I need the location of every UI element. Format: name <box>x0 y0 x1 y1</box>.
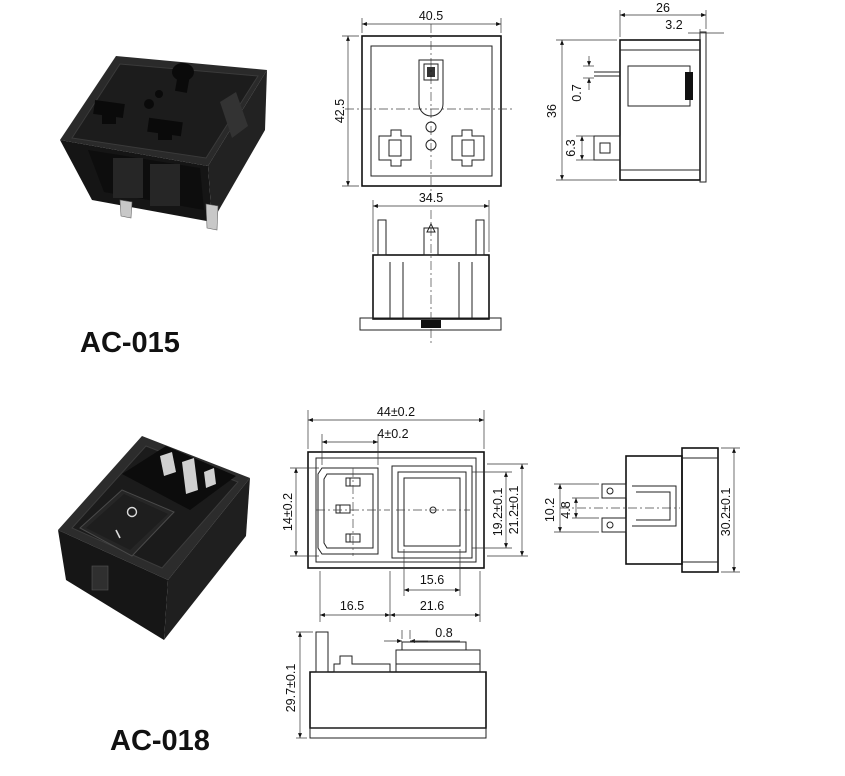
ac018-switch-height-dim: 19.2±0.1 <box>491 488 505 537</box>
ac018-side-view <box>554 447 740 573</box>
ac018-switch-width-dim: 15.6 <box>420 573 444 587</box>
ac018-overall-width-dim: 44±0.2 <box>377 405 415 419</box>
ac018-bottom-view <box>296 630 487 739</box>
ac018-inlet-height-dim: 14±0.2 <box>281 493 295 531</box>
ac015-side-depth-dim: 26 <box>656 1 670 15</box>
ac018-side-height-dim: 30.2±0.1 <box>719 488 733 537</box>
ac015-bottom-width-dim: 34.5 <box>419 191 443 205</box>
ac015-product-photo <box>60 56 267 231</box>
ac018-bottom-depth-dim: 29.7±0.1 <box>284 664 298 713</box>
ac015-model-label: AC-015 <box>80 327 180 359</box>
ac015-front-view <box>342 18 515 200</box>
ac018-inlet-offset-dim: 4±0.2 <box>377 427 408 441</box>
ac018-model-label: AC-018 <box>110 725 210 757</box>
ac015-side-offset-dim: 0.7 <box>570 84 584 101</box>
ac015-side-flange-dim: 3.2 <box>665 18 682 32</box>
ac018-body-height-dim: 21.2±0.1 <box>507 486 521 535</box>
ac018-product-photo <box>58 436 250 640</box>
ac015-front-width-dim: 40.5 <box>419 9 443 23</box>
ac018-bottom-step-dim: 0.8 <box>435 626 452 640</box>
ac015-side-terminal-dim: 6.3 <box>564 139 578 156</box>
ac015-side-height-dim: 36 <box>545 104 559 118</box>
ac015-front-height-dim: 42.5 <box>333 99 347 123</box>
ac015-side-view <box>556 10 724 183</box>
ac015-bottom-view <box>359 200 502 345</box>
ac018-inlet-width-dim: 16.5 <box>340 599 364 613</box>
ac018-switch-zone-dim: 21.6 <box>420 599 444 613</box>
ac018-front-view <box>290 410 528 622</box>
ac018-side-pin-span-dim: 10.2 <box>543 498 557 522</box>
ac018-side-pin-pitch-dim: 4.8 <box>559 501 573 518</box>
